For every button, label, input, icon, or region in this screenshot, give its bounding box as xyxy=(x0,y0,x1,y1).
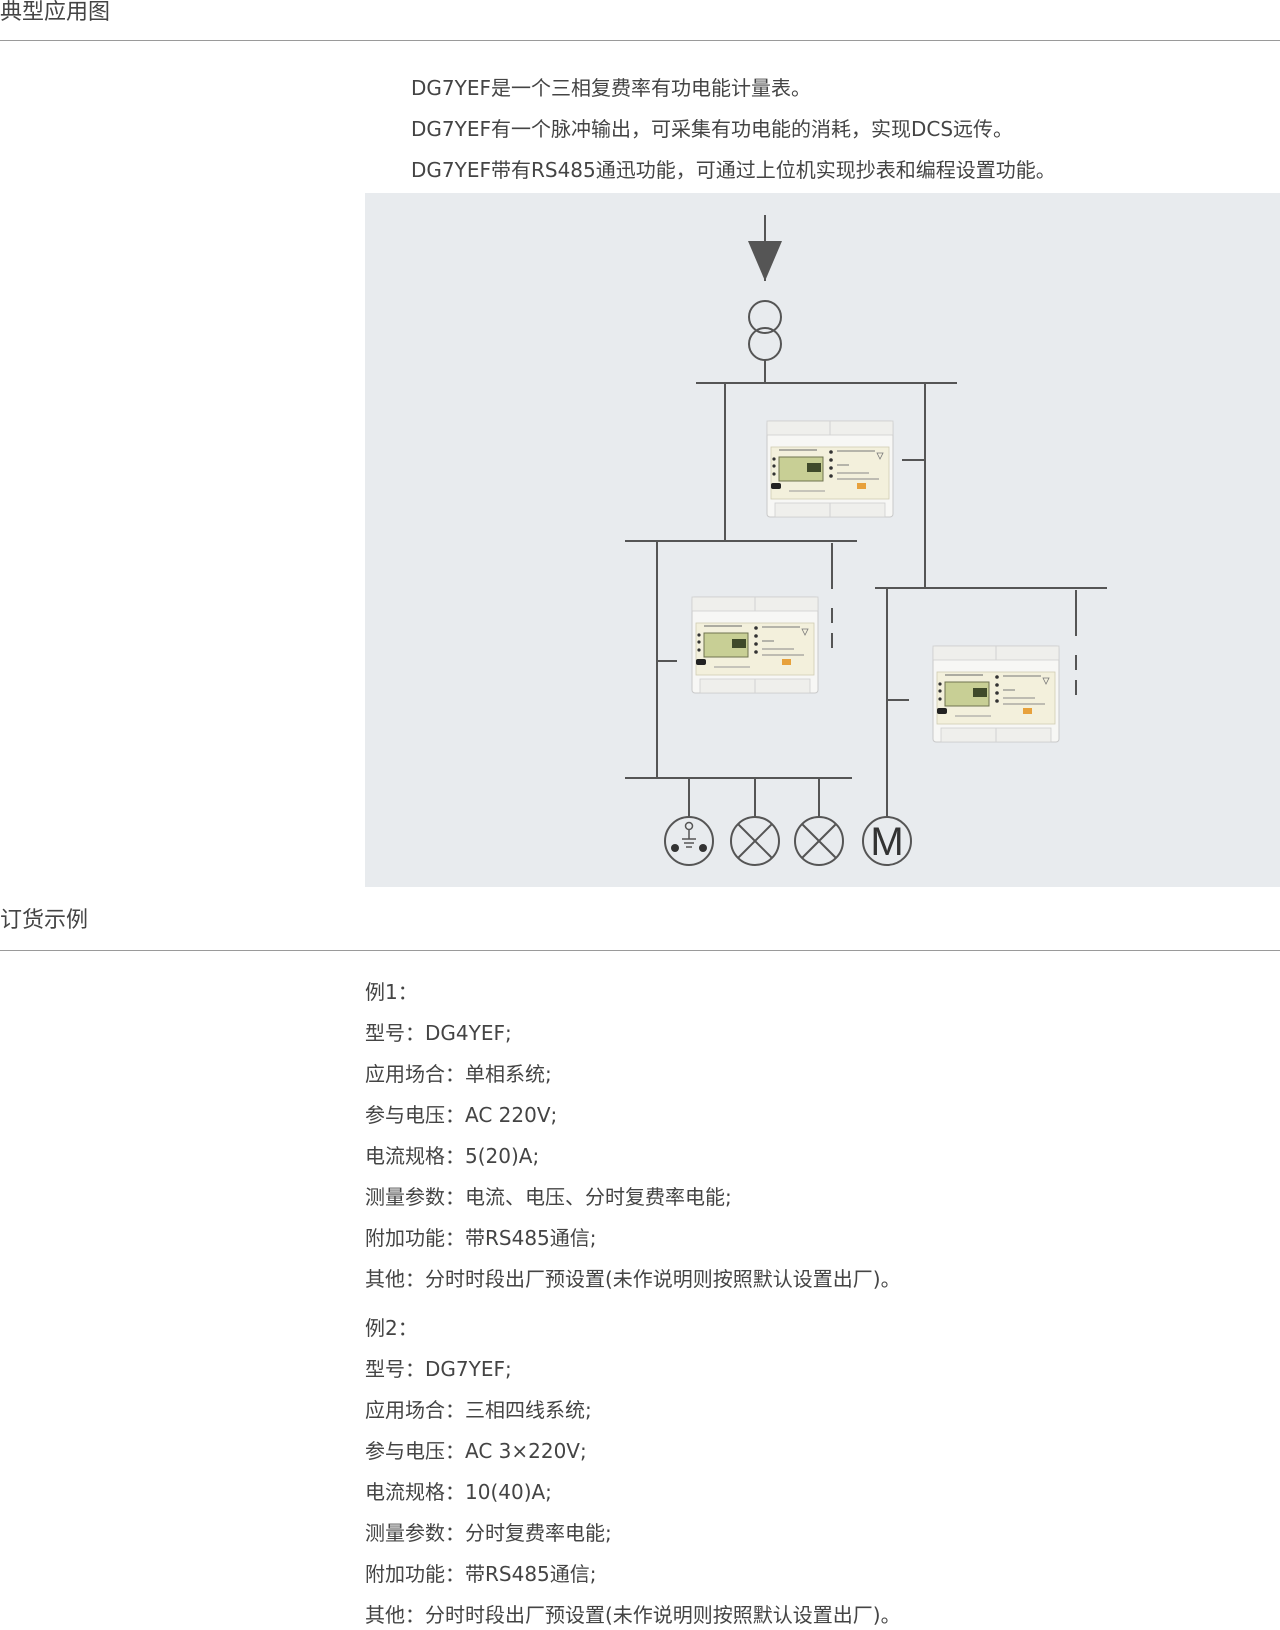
transformer-icon xyxy=(748,300,782,334)
source-arrow-icon xyxy=(748,241,782,281)
application-diagram: M xyxy=(365,193,1280,887)
example-line: 电流规格：5(20)A; xyxy=(365,1144,540,1168)
example-line: 参与电压：AC 220V; xyxy=(365,1103,558,1127)
lamp-icon xyxy=(730,816,780,866)
intro-line: DG7YEF有一个脉冲输出，可采集有功电能的消耗，实现DCS远传。 xyxy=(411,117,1014,141)
motor-icon: M xyxy=(862,816,912,866)
intro-text: DG7YEF是一个三相复费率有功电能计量表。 DG7YEF有一个脉冲输出，可采集… xyxy=(411,68,1271,191)
example-line: 应用场合：三相四线系统; xyxy=(365,1398,592,1422)
example-line: 参与电压：AC 3×220V; xyxy=(365,1439,587,1463)
section-divider xyxy=(0,40,1280,41)
example-line: 其他：分时时段出厂预设置(未作说明则按照默认设置出厂)。 xyxy=(365,1603,901,1627)
section-divider xyxy=(0,950,1280,951)
example-line: 测量参数：分时复费率电能; xyxy=(365,1521,612,1545)
energy-meter-image xyxy=(691,596,819,694)
example-line: 应用场合：单相系统; xyxy=(365,1062,552,1086)
order-example-1: 例1： 型号：DG4YEF; 应用场合：单相系统; 参与电压：AC 220V; … xyxy=(365,972,1265,1300)
section-title-order-examples: 订货示例 xyxy=(0,908,89,933)
example-line: 其他：分时时段出厂预设置(未作说明则按照默认设置出厂)。 xyxy=(365,1267,901,1291)
example-line: 附加功能：带RS485通信; xyxy=(365,1562,597,1586)
energy-meter-image xyxy=(932,645,1060,743)
order-examples: 例1： 型号：DG4YEF; 应用场合：单相系统; 参与电压：AC 220V; … xyxy=(365,972,1265,1630)
example-heading: 例1： xyxy=(365,980,418,1004)
order-example-2: 例2： 型号：DG7YEF; 应用场合：三相四线系统; 参与电压：AC 3×22… xyxy=(365,1308,1265,1630)
socket-icon xyxy=(664,816,714,866)
motor-label: M xyxy=(870,820,903,864)
intro-line: DG7YEF是一个三相复费率有功电能计量表。 xyxy=(411,76,811,100)
intro-line: DG7YEF带有RS485通迅功能，可通过上位机实现抄表和编程设置功能。 xyxy=(411,158,1056,182)
example-line: 型号：DG4YEF; xyxy=(365,1021,512,1045)
example-heading: 例2： xyxy=(365,1316,418,1340)
lamp-icon xyxy=(794,816,844,866)
example-line: 附加功能：带RS485通信; xyxy=(365,1226,597,1250)
example-line: 电流规格：10(40)A; xyxy=(365,1480,552,1504)
example-line: 型号：DG7YEF; xyxy=(365,1357,512,1381)
section-title-typical-application: 典型应用图 xyxy=(0,0,111,25)
example-line: 测量参数：电流、电压、分时复费率电能; xyxy=(365,1185,732,1209)
wiring-diagram-svg: M xyxy=(625,215,1107,866)
energy-meter-image xyxy=(766,420,894,518)
